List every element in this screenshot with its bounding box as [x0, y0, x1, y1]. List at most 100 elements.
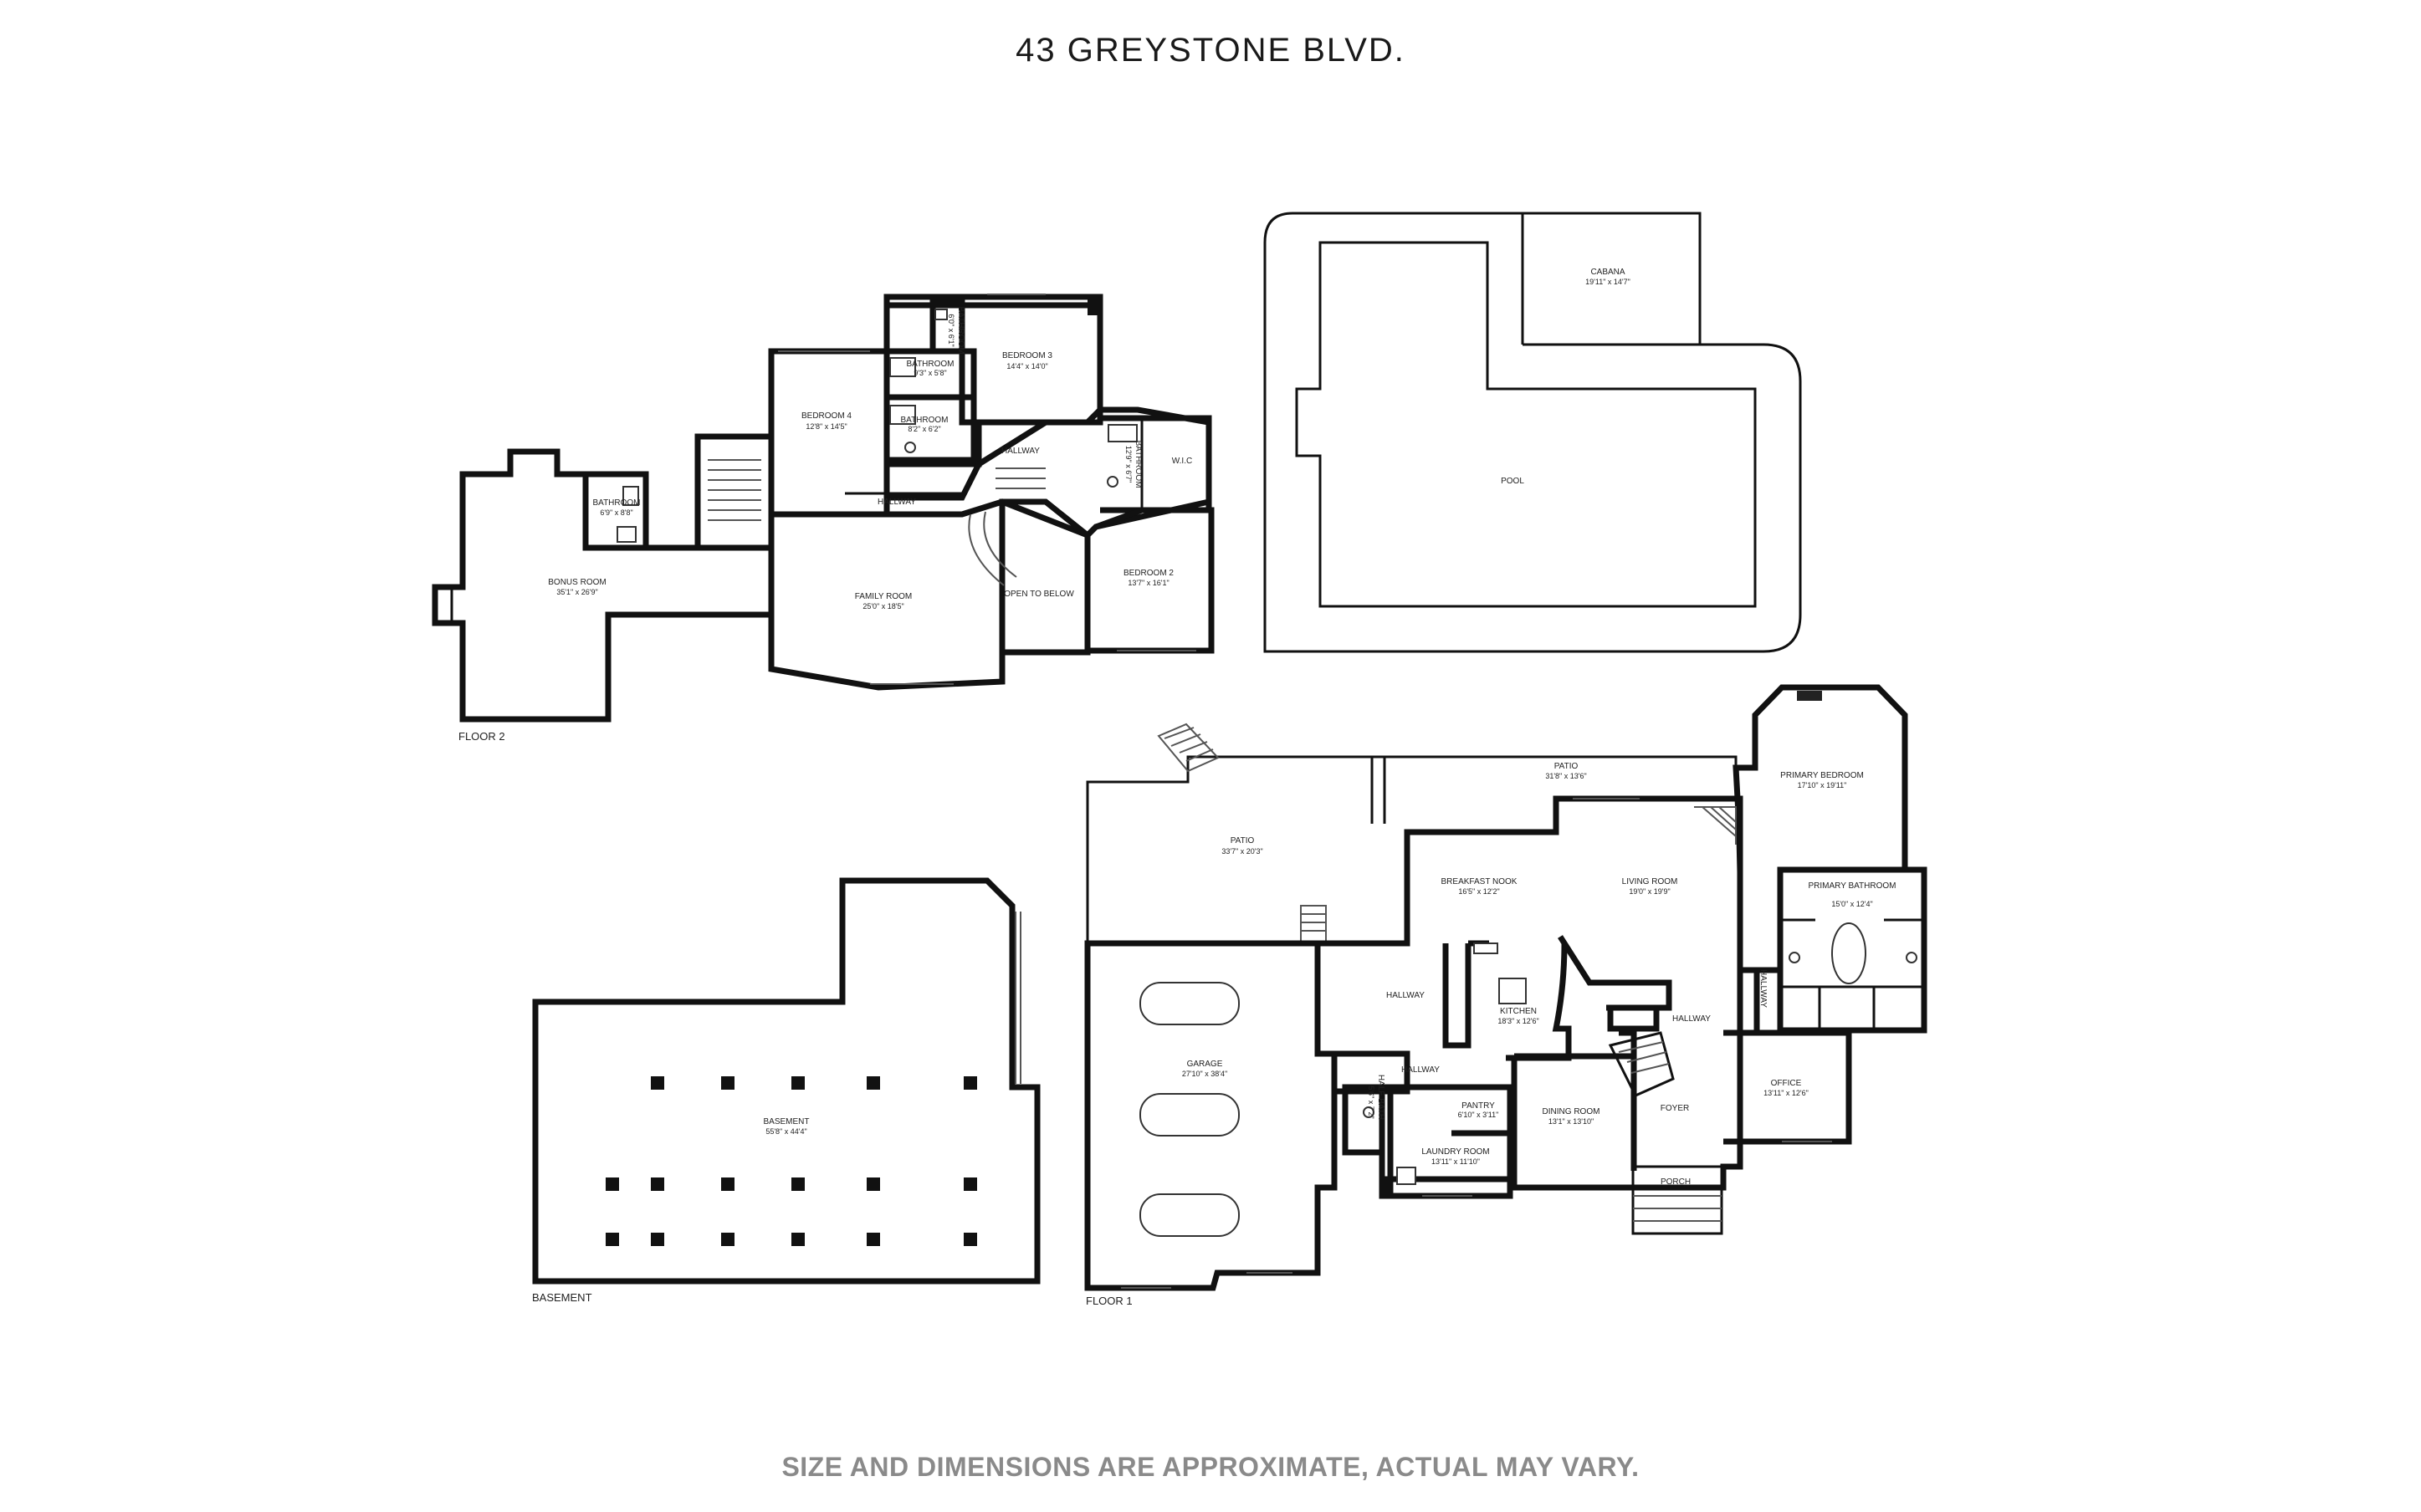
foyer-stair: [1608, 1031, 1675, 1097]
bedroom-4-walls: [768, 348, 890, 518]
room-name: BATHROOM: [592, 498, 640, 508]
living-hall-walls: [1558, 935, 1672, 1011]
living-stair: [1694, 806, 1737, 845]
pool-deck-outline: [1263, 212, 1802, 653]
toilet-icon: [622, 486, 639, 506]
room-name: CABANA: [1590, 268, 1625, 277]
room-name: HALLWAY: [1758, 969, 1768, 1008]
room-dim: 13'11" x 11'10": [1431, 1157, 1480, 1166]
dining-foyer-walls: [1511, 1029, 1637, 1179]
sink-icon: [617, 526, 637, 543]
bath-closet-lines: [1780, 918, 1924, 1030]
room-name: HALLWAY: [1001, 447, 1040, 456]
room-name: BATHROOM: [900, 416, 948, 425]
washer-icon: [1396, 1167, 1416, 1185]
toilet-icon: [1363, 1106, 1374, 1118]
room-dim: 17'10" x 19'11": [1798, 781, 1847, 789]
room-name: W.I.C: [1172, 457, 1192, 466]
room-name: HALLWAY: [1672, 1014, 1711, 1024]
closet-walls: [1607, 1004, 1660, 1032]
hallway-laundry-walls: [1331, 1050, 1514, 1196]
sink-icon: [1473, 942, 1498, 954]
kitchen-walls: [1442, 940, 1489, 1049]
room-name: HALLWAY: [1401, 1065, 1440, 1075]
basement-label: BASEMENT: [532, 1291, 592, 1304]
room-dim: 14'4" x 14'0": [1006, 362, 1047, 370]
pool-outline: [1295, 241, 1757, 608]
half-bath-walls: [1342, 1084, 1385, 1156]
room-name: BEDROOM 2: [1123, 569, 1174, 578]
car-icons: [1139, 982, 1240, 1237]
windows-f1: [1121, 798, 1832, 1289]
porch-steps: [1633, 1195, 1722, 1222]
room-dim: 9'3" x 5'8": [914, 369, 946, 377]
room-dim: 12'8" x 14'5": [806, 422, 847, 431]
floor-2-label: FLOOR 2: [458, 730, 505, 743]
primary-bathroom-walls: [1780, 866, 1927, 1034]
room-name: KITCHEN: [1500, 1007, 1537, 1016]
room-name: HALLWAY: [1386, 991, 1425, 1000]
room-dim: 25'0" x 18'5": [862, 602, 903, 610]
range-icon: [1498, 978, 1527, 1004]
room-dim: 6'10" x 3'11": [1458, 1111, 1499, 1119]
patio-stairs: [1157, 723, 1327, 944]
room-dim: 6'9" x 8'8": [600, 508, 632, 517]
room-name: HALF BATH: [1376, 1075, 1385, 1120]
sink-icon: [1789, 952, 1800, 963]
bathtub-icon: [889, 357, 916, 377]
room-dim: 19'11" x 14'7": [1585, 278, 1630, 286]
room-name: PRIMARY BEDROOM: [1780, 771, 1864, 780]
room-name: BREAKFAST NOOK: [1441, 877, 1518, 886]
main-house-walls: [1314, 795, 1743, 1199]
open-to-below-walls: [999, 498, 1091, 656]
room-dim: 13'11" x 12'6": [1763, 1089, 1809, 1097]
room-dim: 55'8" x 44'4": [765, 1127, 806, 1136]
room-dim: 35'1" x 26'9": [556, 588, 597, 596]
stair-treads: [708, 459, 761, 521]
stair-floor-2: [694, 433, 775, 551]
curved-stair-treads: [968, 467, 1046, 586]
room-dim: 18'3" x 12'6": [1497, 1017, 1538, 1025]
room-dim: 13'1" x 13'10": [1548, 1117, 1594, 1126]
room-dim: 8'2" x 6'2": [908, 425, 940, 433]
room-name: LIVING ROOM: [1622, 877, 1678, 886]
bathtub-icon: [889, 405, 916, 425]
bathtub-icon: [1108, 424, 1138, 442]
pool-area: [1263, 212, 1802, 653]
primary-bedroom-walls: [1733, 684, 1908, 970]
sink-icon: [904, 442, 916, 453]
room-dim: 5'6" x 7'2": [1367, 1085, 1375, 1118]
room-name: PATIO: [1231, 836, 1255, 845]
bonus-bathroom-walls: [582, 471, 649, 551]
room-name: BASEMENT: [763, 1117, 809, 1126]
bathroom-b-walls: [883, 394, 977, 463]
room-dim: 13'7" x 16'1": [1128, 579, 1169, 587]
room-dim: 27'10" x 38'4": [1182, 1070, 1227, 1078]
room-name: BATHROOM: [956, 306, 965, 354]
kitchen-island: [1506, 942, 1572, 1061]
foyer-stair-treads: [1618, 1041, 1670, 1074]
room-name: BATHROOM: [906, 360, 954, 369]
room-dim: 19'0" x 19'9": [1629, 887, 1670, 896]
room-name: BEDROOM 3: [1002, 351, 1052, 360]
room-name: BONUS ROOM: [548, 578, 606, 587]
room-name: OPEN TO BELOW: [1004, 590, 1074, 599]
room-name: BEDROOM 4: [801, 411, 852, 421]
bedroom-3-walls: [962, 294, 1103, 426]
room-name: DINING ROOM: [1543, 1107, 1600, 1116]
room-name: FOYER: [1661, 1104, 1689, 1113]
room-dim: 6'0" x 6'1": [947, 314, 955, 346]
chimney-icon: [1088, 297, 1100, 315]
room-dim: 33'7" x 20'3": [1221, 847, 1262, 856]
room-name: PRIMARY BATHROOM: [1808, 881, 1896, 891]
room-name: OFFICE: [1771, 1079, 1802, 1088]
disclaimer-text: SIZE AND DIMENSIONS ARE APPROXIMATE, ACT…: [781, 1452, 1640, 1482]
toilet-icon: [934, 309, 948, 320]
bonus-bay-window: [433, 585, 453, 625]
room-name: PANTRY: [1461, 1101, 1495, 1111]
room-dim: 12'9" x 6'7": [1124, 446, 1133, 483]
sink-icon: [1906, 952, 1917, 963]
room-name: GARAGE: [1187, 1060, 1223, 1069]
floor-1-plan: [1084, 684, 1927, 1291]
